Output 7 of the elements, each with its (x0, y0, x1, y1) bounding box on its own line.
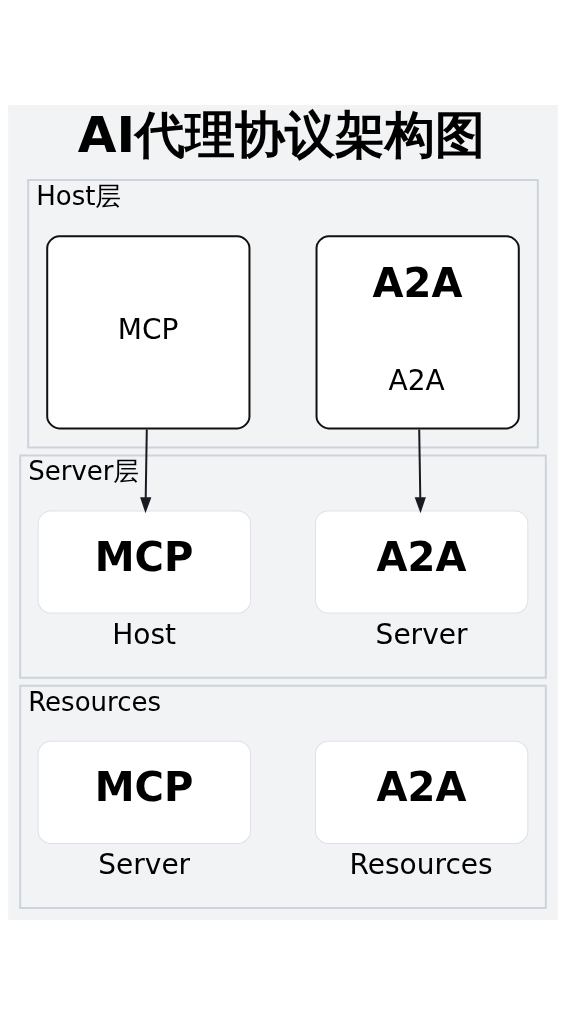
arrow (140, 428, 152, 513)
node-label: Server (98, 847, 191, 881)
node-label: Server (375, 617, 468, 651)
diagram-title: AI代理协议架构图 (77, 105, 486, 164)
node-label: Resources (349, 847, 493, 881)
node-label: Host (112, 617, 177, 651)
arrow (414, 428, 426, 513)
